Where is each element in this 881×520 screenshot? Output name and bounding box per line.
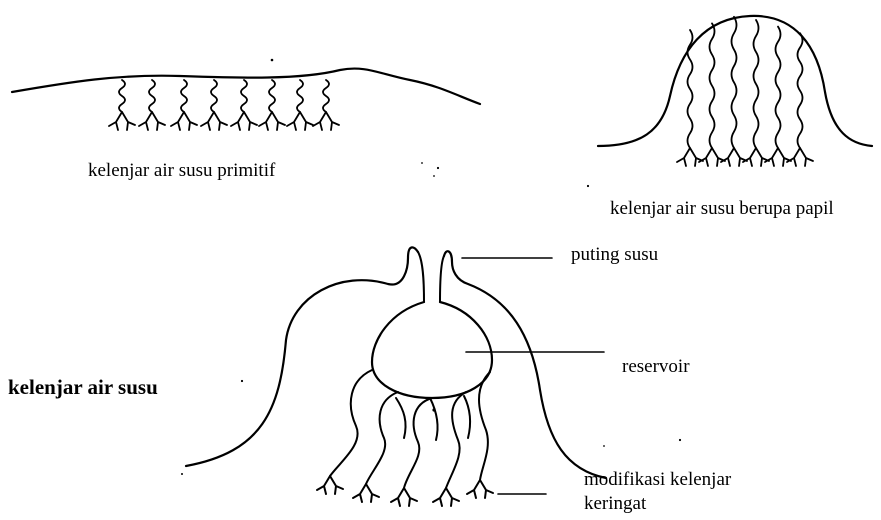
papilla-duct	[732, 17, 737, 148]
papilla-duct	[710, 23, 715, 148]
outer-right-contour	[444, 251, 606, 478]
label-gland-modification-line1: modifikasi kelenjar	[584, 468, 804, 492]
papilla-duct	[776, 27, 781, 148]
primitive-duct	[323, 80, 329, 112]
label-primitive-gland: kelenjar air susu primitif	[88, 160, 275, 182]
developed-gland-figure	[186, 247, 606, 506]
primitive-duct	[181, 80, 187, 112]
lobe-dot	[432, 408, 435, 411]
primitive-duct	[269, 80, 275, 112]
papilla-duct-branches	[787, 148, 813, 166]
primitive-ducts	[109, 80, 339, 130]
papilla-gland-figure	[598, 16, 872, 166]
gland-lobe	[464, 396, 470, 438]
gland-lobe	[366, 392, 398, 484]
primitive-duct-branches	[139, 112, 165, 130]
gland-lobe	[479, 372, 490, 480]
papilla-duct	[754, 20, 759, 148]
gland-lobe	[396, 398, 406, 438]
papilla-duct-branches	[721, 148, 747, 166]
papilla-duct-branches	[699, 148, 725, 166]
primitive-duct	[297, 80, 303, 112]
gland-lobe-branches	[433, 488, 459, 506]
papilla-outline	[598, 16, 872, 146]
primitive-duct	[211, 80, 217, 112]
primitive-duct-branches	[313, 112, 339, 130]
gland-lobe-branches	[317, 476, 343, 494]
label-papilla-gland: kelenjar air susu berupa papil	[610, 198, 834, 220]
gland-lobe-branches	[353, 484, 379, 502]
papilla-duct	[798, 33, 803, 148]
primitive-duct	[241, 80, 247, 112]
outer-left-contour	[186, 247, 418, 466]
primitive-gland-figure	[12, 69, 480, 130]
label-reservoir: reservoir	[622, 356, 690, 378]
gland-lobes	[317, 370, 493, 506]
gland-lobe-branches	[467, 480, 493, 498]
primitive-duct	[119, 80, 125, 112]
primitive-duct-branches	[171, 112, 197, 130]
papilla-duct-branches	[677, 148, 703, 166]
gland-lobe	[430, 398, 438, 440]
gland-lobe	[446, 392, 466, 488]
papilla-duct-branches	[743, 148, 769, 166]
primitive-duct-branches	[259, 112, 285, 130]
nipple-left-wall	[418, 252, 424, 302]
reservoir-bulb	[372, 302, 492, 398]
gland-lobe	[404, 398, 432, 488]
primitive-duct	[149, 80, 155, 112]
label-gland-modification: modifikasi kelenjar keringat	[584, 468, 804, 516]
gland-lobe	[330, 370, 372, 476]
scan-specks	[181, 59, 681, 475]
gland-lobe-branches	[391, 488, 417, 506]
primitive-duct-branches	[109, 112, 135, 130]
label-gland-modification-line2: keringat	[584, 492, 804, 516]
primitive-duct-branches	[287, 112, 313, 130]
nipple-right-wall	[440, 256, 444, 302]
primitive-duct-branches	[231, 112, 257, 130]
label-nipple: puting susu	[571, 244, 658, 266]
papilla-duct-branches	[765, 148, 791, 166]
primitive-duct-branches	[201, 112, 227, 130]
label-main-title: kelenjar air susu	[8, 376, 158, 398]
